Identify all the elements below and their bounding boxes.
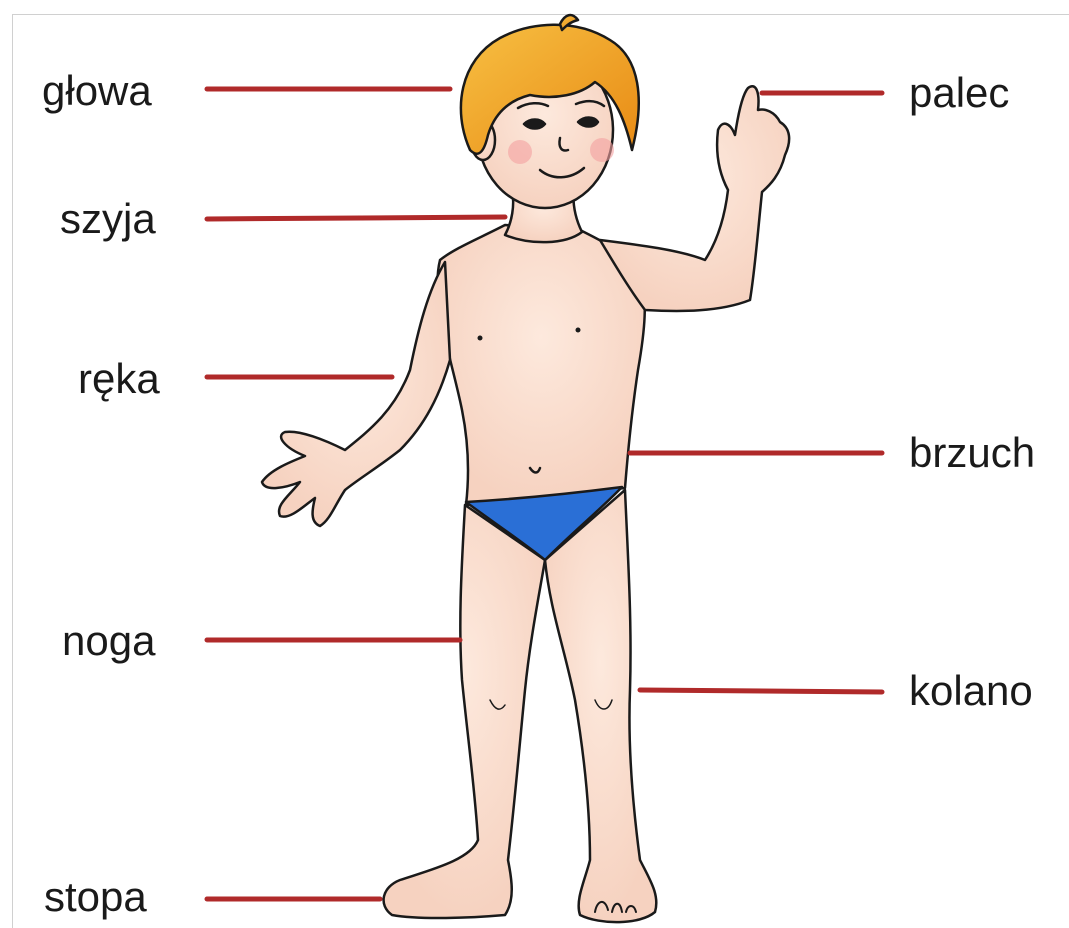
right-leg <box>545 490 656 922</box>
label-head: głowa <box>42 70 152 112</box>
left-cheek <box>508 140 532 164</box>
label-leg: noga <box>62 620 155 662</box>
label-finger: palec <box>909 72 1009 114</box>
leader-line-knee <box>640 690 882 692</box>
left-nipple <box>478 336 483 341</box>
left-leg <box>384 505 545 918</box>
right-eye <box>578 118 598 127</box>
left-arm <box>262 262 450 526</box>
leader-line-neck <box>207 217 505 219</box>
label-foot: stopa <box>44 876 147 918</box>
right-cheek <box>590 138 614 162</box>
label-belly: brzuch <box>909 432 1035 474</box>
label-knee: kolano <box>909 670 1033 712</box>
torso <box>437 225 644 505</box>
label-hand: ręka <box>78 358 160 400</box>
right-nipple <box>576 328 581 333</box>
left-eye <box>524 120 545 129</box>
child-figure <box>262 15 789 922</box>
label-neck: szyja <box>60 198 156 240</box>
